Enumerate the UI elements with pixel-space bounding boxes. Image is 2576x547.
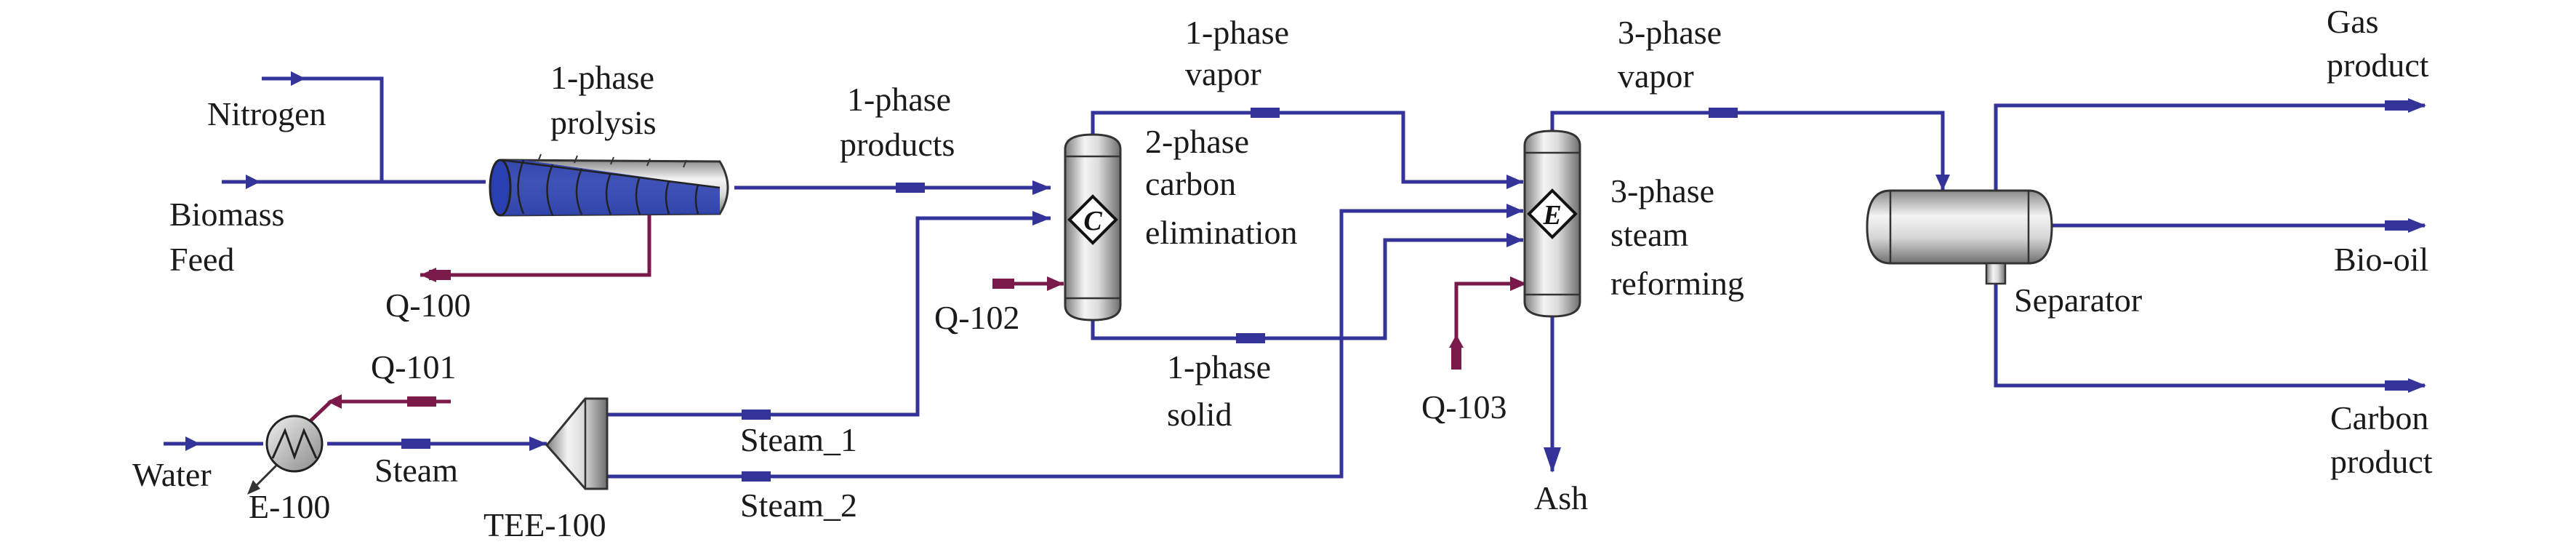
vapor3-label-line2: vapor [1618,57,1694,95]
biomass-label-line1: Biomass [169,196,284,233]
carbon-elim-label-line2: carbon [1145,165,1236,202]
carbon-label-line2: product [2330,443,2433,480]
ash-label: Ash [1534,479,1588,516]
products-label-line2: products [840,126,955,163]
reforming-label-line1: 3-phase [1610,172,1714,209]
separator-vessel[interactable] [1866,189,2053,285]
q102-energy-stream[interactable] [992,276,1064,291]
solid-1-phase-stream[interactable] [1091,233,1523,343]
heat-exchanger-e100[interactable] [247,415,324,495]
reforming-label-line3: reforming [1610,265,1744,302]
carbon-label-line1: Carbon [2330,399,2428,436]
q100-label: Q-100 [385,287,471,324]
vapor1-label-line1: 1-phase [1185,14,1289,51]
q103-energy-stream[interactable] [1449,276,1527,370]
products-stream[interactable] [734,180,1051,195]
gas-product-stream[interactable] [1994,98,2426,191]
products-label-line1: 1-phase [847,81,951,118]
steam-stream[interactable] [327,436,547,451]
reactor-c-glyph: C [1083,206,1102,236]
nitrogen-stream[interactable] [262,71,384,182]
reforming-label-line2: steam [1610,216,1689,253]
tee-100-splitter[interactable] [545,397,609,490]
gas-label-line2: product [2327,47,2429,84]
steam-2-label: Steam_2 [740,487,857,524]
q103-label: Q-103 [1421,388,1507,426]
water-stream[interactable] [164,436,263,451]
carbon-elim-label-line3: elimination [1145,214,1298,251]
nitrogen-label: Nitrogen [207,95,326,132]
q100-energy-stream[interactable] [420,212,651,282]
gas-label-line1: Gas [2327,3,2379,40]
steam-1-label: Steam_1 [740,421,857,458]
steam-1-stream[interactable] [607,211,1051,420]
q101-label: Q-101 [371,348,457,386]
biomass-feed-stream[interactable] [222,175,486,189]
vapor-3-phase-stream[interactable] [1550,108,1950,191]
pyrolysis-reactor[interactable] [489,153,729,217]
pyrolysis-label-line1: 1-phase [550,59,654,96]
vapor1-label-line2: vapor [1185,55,1261,92]
water-label: Water [132,456,212,493]
solid-label-line2: solid [1167,396,1232,433]
pyrolysis-label-line2: prolysis [550,104,657,141]
steam-reforming-reactor[interactable]: E [1523,129,1581,318]
reactor-e-glyph: E [1542,200,1561,231]
bio-oil-stream[interactable] [2052,218,2426,233]
tee100-label: TEE-100 [483,506,606,543]
biomass-label-line2: Feed [169,241,234,278]
steam-2-stream[interactable] [607,204,1523,482]
steam-label: Steam [374,452,458,489]
carbon-product-stream[interactable] [1994,284,2426,393]
carbon-elimination-reactor[interactable]: C [1064,133,1122,322]
e100-label: E-100 [249,488,330,525]
ash-stream[interactable] [1544,316,1561,473]
carbon-elim-label-line1: 2-phase [1145,123,1249,160]
separator-label: Separator [2014,282,2142,319]
biooil-label: Bio-oil [2334,241,2428,278]
q102-label: Q-102 [934,299,1020,336]
solid-label-line1: 1-phase [1167,348,1271,386]
q101-energy-stream[interactable] [300,394,451,431]
vapor-1-phase-stream[interactable] [1091,108,1523,189]
vapor3-label-line1: 3-phase [1618,14,1722,51]
